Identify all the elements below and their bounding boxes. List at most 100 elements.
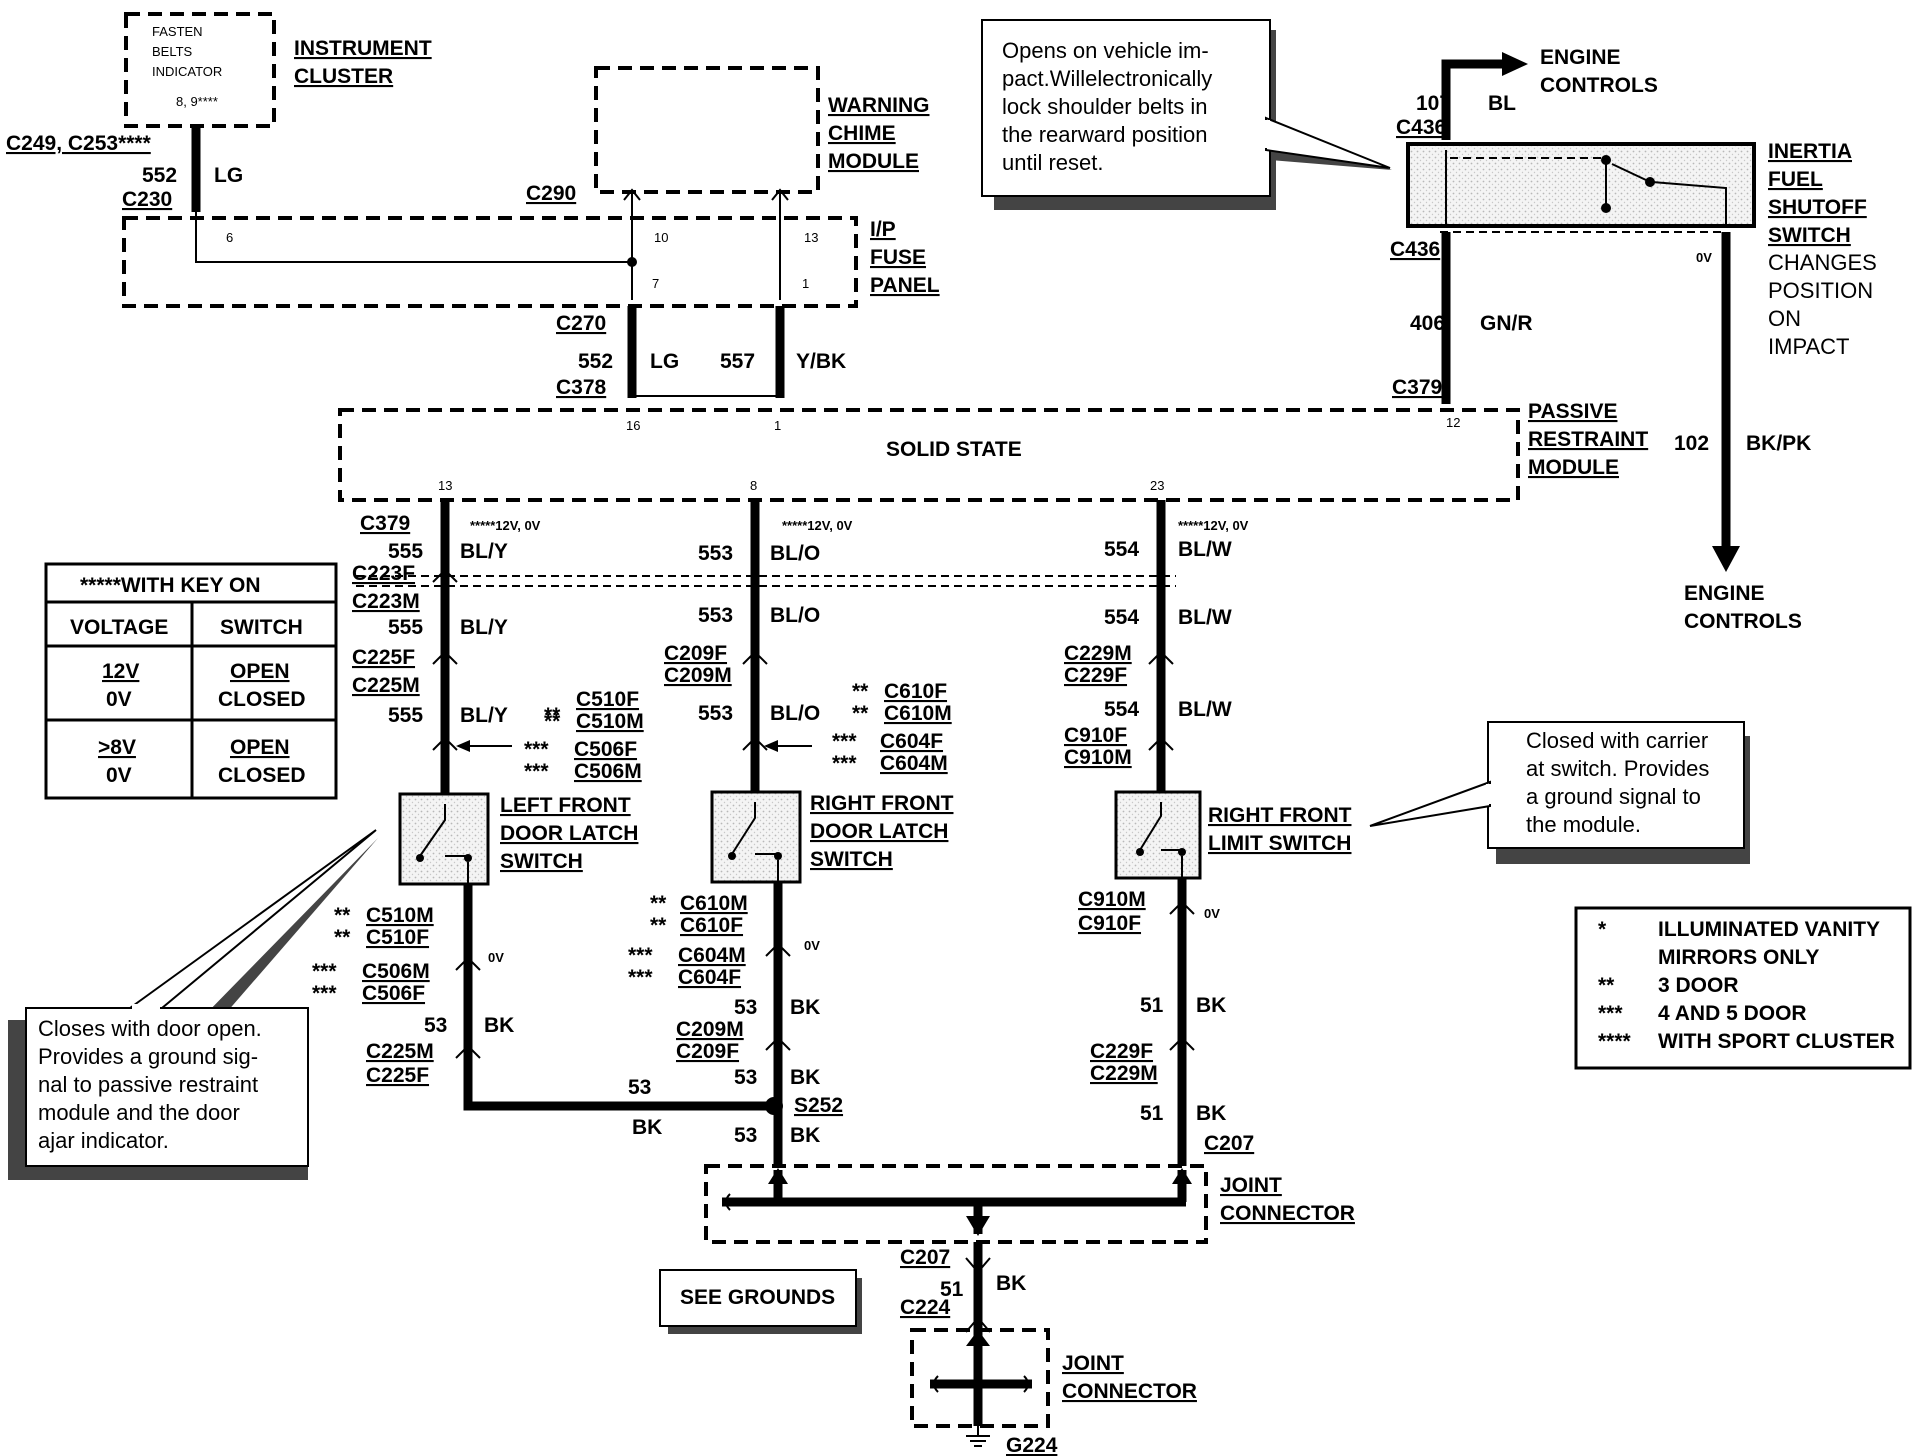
- connector-c230: C230: [122, 188, 172, 211]
- color-blo-b: BL/O: [770, 604, 820, 627]
- callout-right-line3: a ground signal to: [1526, 784, 1701, 809]
- wire-51-label: 51: [940, 1278, 964, 1301]
- left-front-door-latch-switch[interactable]: LEFT FRONT DOOR LATCH SWITCH: [398, 792, 638, 886]
- color-bkpk-label: BK/PK: [1746, 432, 1811, 455]
- connector-c610m-top: C610M: [884, 702, 952, 725]
- connector-c379-right: C379: [1392, 376, 1442, 399]
- splice-s252: S252: [794, 1094, 843, 1117]
- color-ybk-label: Y/BK: [796, 350, 846, 373]
- fuse-pin-10: 10: [654, 230, 668, 245]
- connector-c610f-bottom: C610F: [680, 914, 743, 937]
- color-bk-ground: BK: [996, 1272, 1026, 1295]
- inertia-title-1: INERTIA: [1768, 140, 1852, 163]
- legend-text-3: 4 AND 5 DOOR: [1658, 1002, 1807, 1025]
- connector-c290: C290: [526, 182, 576, 205]
- connector-c378: C378: [556, 376, 607, 399]
- right-front-door-latch-switch[interactable]: RIGHT FRONT DOOR LATCH SWITCH: [710, 790, 954, 884]
- star-c610f-b: **: [650, 914, 667, 937]
- joint2-title-2: CONNECTOR: [1062, 1380, 1197, 1403]
- connector-c225f-bottom: C225F: [366, 1064, 429, 1087]
- connector-c910m-bottom: C910M: [1078, 888, 1146, 911]
- wire-53-l2: 53: [628, 1076, 651, 1099]
- color-blo-a: BL/O: [770, 542, 820, 565]
- connector-c436-bottom: C436: [1390, 238, 1440, 261]
- ground-g224: G224: [1006, 1434, 1058, 1456]
- wire-557-label: 557: [720, 350, 755, 373]
- right-front-limit-switch[interactable]: RIGHT FRONT LIMIT SWITCH: [1114, 790, 1352, 880]
- chime-title-2: CHIME: [828, 122, 896, 145]
- inertia-desc-2: POSITION: [1768, 278, 1873, 303]
- wire-553-a: 553: [698, 542, 733, 565]
- connector-c249-c253: C249, C253****: [6, 132, 152, 155]
- prm-solid-state: SOLID STATE: [886, 438, 1022, 461]
- prm-pin-12: 12: [1446, 415, 1460, 430]
- key-row1-s1: OPEN: [230, 660, 290, 683]
- star-c506m-b: ***: [312, 960, 337, 983]
- voltage-key-554: *****12V, 0V: [1178, 518, 1249, 533]
- fuse-internal-6-10: [195, 212, 632, 263]
- fuse-pin-6: 6: [226, 230, 233, 245]
- inertia-desc-1: CHANGES: [1768, 250, 1877, 275]
- color-bl-label: BL: [1488, 92, 1516, 115]
- fuse-title-3: PANEL: [870, 274, 940, 297]
- color-gnr-label: GN/R: [1480, 312, 1533, 335]
- star-c506f: ***: [524, 738, 549, 761]
- engine-controls-bottom-1: ENGINE: [1684, 582, 1765, 605]
- engine-controls-top-1: ENGINE: [1540, 46, 1621, 69]
- left-latch-title-3: SWITCH: [500, 850, 583, 873]
- wire-53-m3: 53: [734, 1124, 757, 1147]
- color-bly-a: BL/Y: [460, 540, 508, 563]
- callout-left-line2: Provides a ground sig-: [38, 1044, 258, 1069]
- callout-top-line5: until reset.: [1002, 150, 1104, 175]
- connector-c207-bottom: C207: [900, 1246, 950, 1269]
- key-table-col-switch: SWITCH: [220, 616, 303, 639]
- key-row2-v1: >8V: [98, 736, 136, 759]
- fuse-pin-13: 13: [804, 230, 818, 245]
- callout-left-line4: module and the door: [38, 1100, 240, 1125]
- prm-title-2: RESTRAINT: [1528, 428, 1648, 451]
- splice-s252-dot: [765, 1097, 783, 1115]
- star-c510f-b: **: [334, 926, 351, 949]
- cluster-indicator-line3: INDICATOR: [152, 64, 222, 79]
- legend-mark-4: ****: [1598, 1030, 1632, 1053]
- wire-555-c: 555: [388, 704, 423, 727]
- left-latch-title-2: DOOR LATCH: [500, 822, 638, 845]
- callout-top-line1: Opens on vehicle im-: [1002, 38, 1209, 63]
- color-bk-m2: BK: [790, 1066, 820, 1089]
- wire-107-label: 107: [1416, 92, 1451, 115]
- connector-c436-top: C436: [1396, 116, 1446, 139]
- key-row1-v1: 12V: [102, 660, 139, 683]
- inertia-desc-3: ON: [1768, 306, 1801, 331]
- star-c510m-b: **: [334, 904, 351, 927]
- callout-left-line3: nal to passive restraint: [38, 1072, 258, 1097]
- callout-left-line5: ajar indicator.: [38, 1128, 169, 1153]
- color-bk-r2: BK: [1196, 1102, 1226, 1125]
- star-c506f-b: ***: [312, 982, 337, 1005]
- ov-right: 0V: [1204, 906, 1220, 921]
- key-row2-s2: CLOSED: [218, 764, 306, 787]
- star-c604f-b: ***: [628, 966, 653, 989]
- star-c610m-b: **: [650, 892, 667, 915]
- star-c510m: **: [544, 710, 561, 733]
- key-table-col-voltage: VOLTAGE: [70, 616, 168, 639]
- arrow-engine-controls-top: [1502, 52, 1528, 76]
- callout-top-line2: pact.Willelectronically: [1002, 66, 1212, 91]
- wire-406-label: 406: [1410, 312, 1445, 335]
- color-bk-l1: BK: [484, 1014, 514, 1037]
- connector-c225m: C225M: [352, 674, 420, 697]
- cluster-indicator-line2: BELTS: [152, 44, 193, 59]
- key-table-header: *****WITH KEY ON: [80, 574, 260, 597]
- color-lg-top: LG: [214, 164, 243, 187]
- color-blw-b: BL/W: [1178, 606, 1232, 629]
- joint-connector-lower: JOINT CONNECTOR G224: [910, 1328, 1197, 1456]
- cluster-pins: 8, 9****: [176, 94, 218, 109]
- connector-c209m-bottom: C209M: [676, 1018, 744, 1041]
- see-grounds-box[interactable]: SEE GROUNDS: [659, 1269, 862, 1334]
- connector-c207-right: C207: [1204, 1132, 1254, 1155]
- engine-controls-bottom-2: CONTROLS: [1684, 610, 1802, 633]
- star-c604m-b: ***: [628, 944, 653, 967]
- connector-c229m-top: C229M: [1064, 642, 1132, 665]
- legend-text-1b: MIRRORS ONLY: [1658, 946, 1819, 969]
- connector-c506m-top: C506M: [574, 760, 642, 783]
